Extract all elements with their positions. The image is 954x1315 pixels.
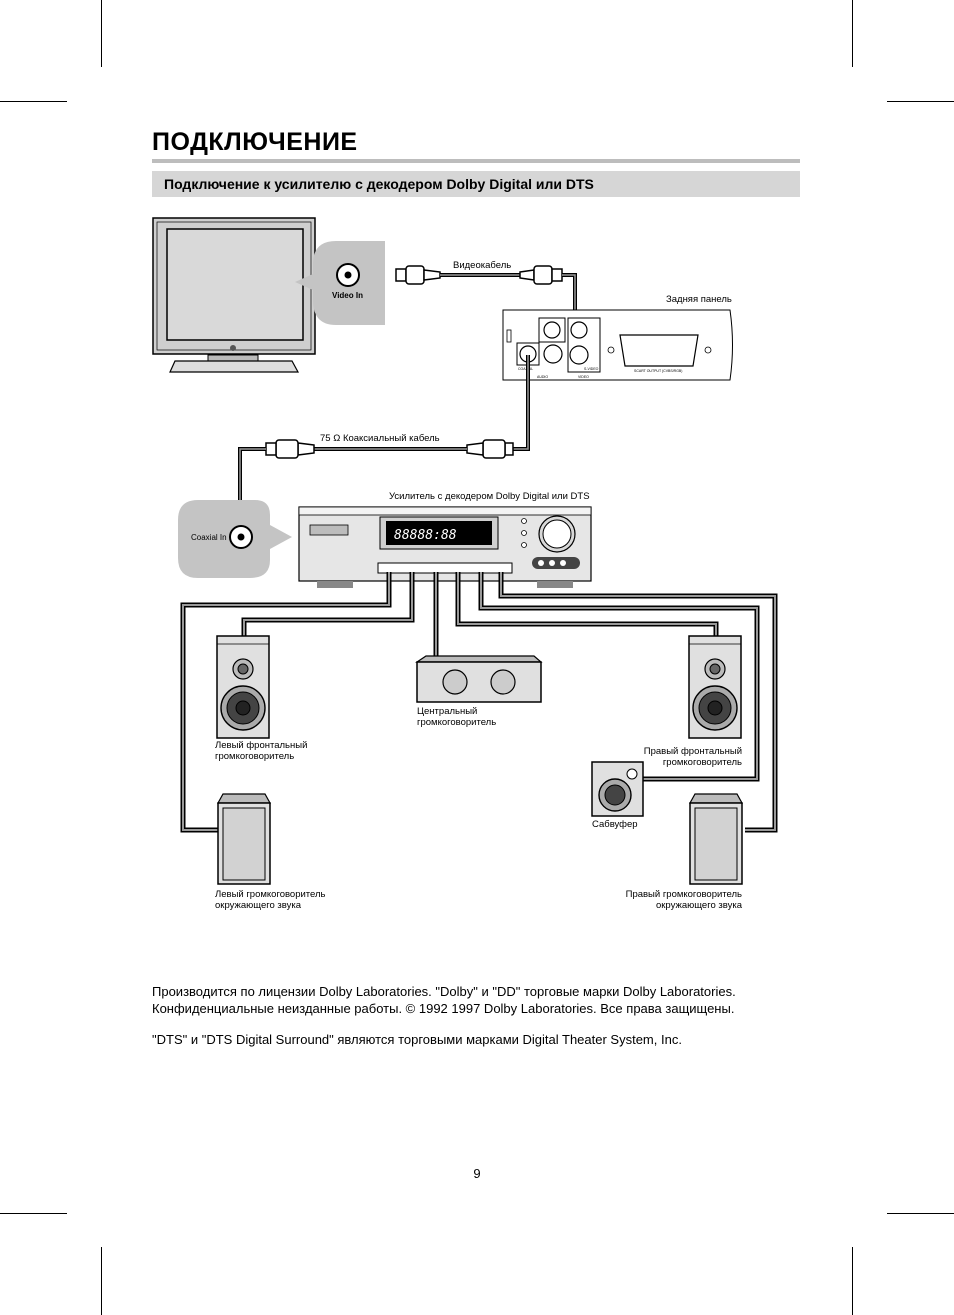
label-line: Левый громкоговоритель	[215, 889, 326, 900]
title-rule	[152, 159, 800, 163]
video-cable	[395, 265, 577, 318]
crop-mark	[101, 0, 102, 67]
right-surround-speaker-label: Правый громкоговоритель окружающего звук…	[626, 889, 742, 911]
trademark-text: "DTS" и "DTS Digital Surround" являются …	[152, 1032, 682, 1047]
crop-mark	[101, 1247, 102, 1315]
crop-mark	[852, 0, 853, 67]
left-surround-speaker-label: Левый громкоговоритель окружающего звука	[215, 889, 326, 911]
panel-text-scart: SCART OUTPUT (CVBS/RGB)	[634, 369, 682, 373]
speaker-wires	[180, 572, 778, 833]
center-speaker-label: Центральный громкоговоритель	[417, 706, 496, 728]
panel-text-video: VIDEO	[578, 375, 589, 379]
subwoofer	[591, 761, 644, 817]
rear-panel-label: Задняя панель	[666, 294, 732, 305]
crop-mark	[0, 101, 67, 102]
label-line: Правый громкоговоритель	[625, 889, 742, 900]
panel-text-coaxial: COAXIAL	[518, 367, 533, 371]
section-subtitle: Подключение к усилителю с декодером Dolb…	[164, 176, 594, 192]
crop-mark	[0, 1213, 67, 1214]
left-front-speaker-label: Левый фронтальный громкоговоритель	[215, 740, 307, 762]
right-front-speaker-label: Правый фронтальный громкоговоритель	[644, 746, 742, 768]
crop-mark	[852, 1247, 853, 1315]
video-cable-label: Видеокабель	[453, 260, 512, 271]
rear-panel: COAXIAL AUDIO VIDEO S-VIDEO SCART OUTPUT…	[502, 309, 733, 381]
label-line: окружающего звука	[215, 900, 302, 911]
amplifier-illustration: 88888:88	[298, 506, 592, 588]
label-line: Левый фронтальный	[215, 740, 308, 751]
right-surround-speaker	[688, 793, 744, 885]
label-line: Центральный	[417, 706, 478, 717]
label-line: громкоговоритель	[662, 757, 742, 768]
video-in-callout	[295, 241, 385, 325]
page-number: 9	[473, 1166, 481, 1181]
page-title: ПОДКЛЮЧЕНИЕ	[152, 128, 358, 156]
left-surround-speaker	[216, 793, 272, 885]
coaxial-cable	[238, 355, 530, 535]
subtitle-bar	[152, 171, 800, 197]
crop-mark	[887, 101, 954, 102]
license-text-line-2: Конфиденциальные неизданные работы. © 19…	[152, 1001, 735, 1016]
coaxial-in-callout	[178, 500, 292, 578]
crop-mark	[887, 1213, 954, 1214]
amplifier-label: Усилитель с декодером Dolby Digital или …	[389, 491, 590, 502]
center-speaker	[415, 655, 543, 703]
label-line: громкоговоритель	[215, 751, 295, 762]
label-line: окружающего звука	[655, 900, 742, 911]
license-text-line-1: Производится по лицензии Dolby Laborator…	[152, 984, 736, 999]
video-in-label: Video In	[332, 291, 363, 300]
left-front-speaker	[216, 635, 270, 739]
panel-text-s-video: S-VIDEO	[584, 367, 599, 371]
subwoofer-label: Сабвуфер	[592, 819, 638, 830]
amplifier-display: 88888:88	[394, 528, 457, 543]
label-line: громкоговоритель	[417, 717, 497, 728]
tv-illustration	[152, 217, 316, 373]
coaxial-in-label: Coaxial In	[191, 533, 227, 542]
panel-text-audio: AUDIO	[537, 375, 548, 379]
label-line: Правый фронтальный	[643, 746, 742, 757]
coax-cable-label: 75 Ω Коаксиальный кабель	[320, 433, 440, 444]
right-front-speaker	[688, 635, 742, 739]
